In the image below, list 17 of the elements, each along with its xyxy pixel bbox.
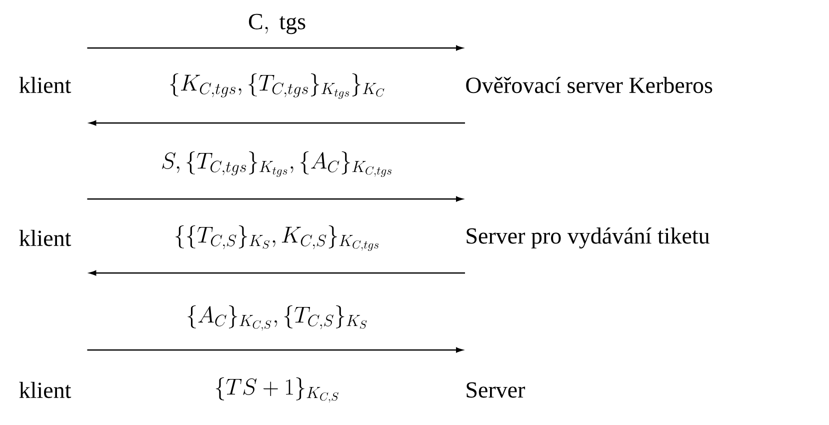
participant-label: Server pro vydávání tiketu	[466, 228, 710, 248]
message-arrow	[89, 120, 465, 126]
participant-label: klient	[19, 76, 72, 94]
message-label: $S,\{T_{C,tgs}\}_{K_{tgs}},\{A_C\}_{K_{C,tgs}}$	[160, 150, 394, 178]
message-arrow	[87, 196, 463, 202]
message-label: $\mathrm{C,\ tgs}$	[247, 12, 308, 36]
participant-label: klient	[19, 230, 72, 246]
participant-label: klient	[19, 382, 72, 398]
message-arrow	[87, 347, 463, 353]
message-arrow	[89, 270, 465, 276]
message-label: $\{\{T_{C,S}\}_{K_S},K_{C,S}\}_{K_{C,tgs}}$	[172, 224, 382, 252]
participant-label: Server	[466, 382, 526, 398]
message-label: $\{TS+1\}_{K_{C,S}}$	[216, 377, 338, 403]
message-label: $\{A_C\}_{K_{C,S}},\{T_{C,S}\}_{K_S}$	[185, 304, 370, 332]
message-arrow	[87, 45, 463, 51]
message-label: $\{K_{C,tgs},\{T_{C,tgs}\}_{K_{tgs}}\}_{K_C}$	[167, 72, 387, 100]
participant-label: Ověřovací server Kerberos	[466, 76, 712, 94]
